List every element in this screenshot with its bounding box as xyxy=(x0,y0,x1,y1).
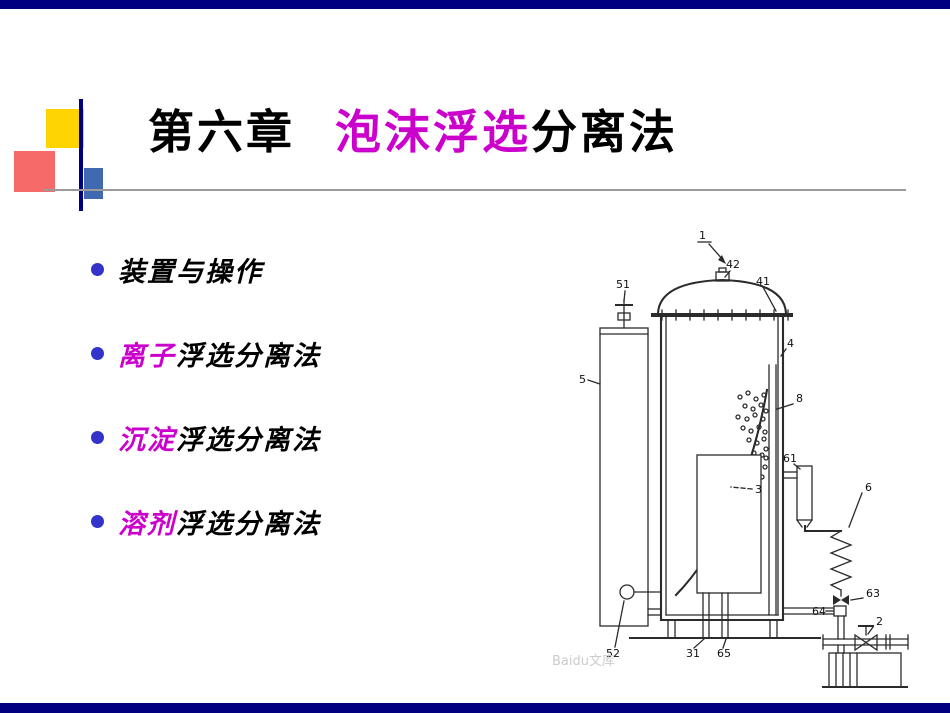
diagram-label: 31 xyxy=(686,647,700,660)
title-chapter: 第六章 xyxy=(148,105,295,159)
diagram-label: 5 xyxy=(579,373,586,386)
top-bar xyxy=(0,0,950,9)
bullet-text: 浮选分离法 xyxy=(176,424,321,456)
diagram-label: 3 xyxy=(755,483,762,496)
diagram-label: 65 xyxy=(717,647,731,660)
diagram-label: 41 xyxy=(756,275,770,288)
diagram-label: 8 xyxy=(796,392,803,405)
decor-square-pink xyxy=(14,151,55,192)
diagram-label: 51 xyxy=(616,278,630,291)
bullet-icon xyxy=(91,430,104,444)
title-divider-line xyxy=(44,189,906,191)
watermark: Baidu文库 xyxy=(552,654,615,669)
bullet-text: 浮选分离法 xyxy=(176,340,321,372)
list-item: 溶剂浮选分离法 xyxy=(91,504,321,540)
title-rest: 分离法 xyxy=(531,105,678,159)
slide-title: 第六章泡沫浮选分离法 xyxy=(148,96,678,162)
decor-square-blue xyxy=(84,168,103,199)
list-item: 离子浮选分离法 xyxy=(91,336,321,372)
bullet-icon xyxy=(91,262,104,276)
title-highlight: 泡沫浮选 xyxy=(335,105,531,159)
decor-square-yellow xyxy=(46,109,84,148)
flotation-apparatus-diagram: 1 42 41 51 5 4 8 61 3 6 63 64 2 52 31 65 xyxy=(579,229,909,689)
bullet-highlight: 沉淀 xyxy=(118,424,176,456)
list-item: 沉淀浮选分离法 xyxy=(91,420,321,456)
diagram-label: 1 xyxy=(699,229,706,242)
diagram-label: 4 xyxy=(787,337,794,350)
diagram-label: 64 xyxy=(812,605,826,618)
bullet-list: 装置与操作 离子浮选分离法 沉淀浮选分离法 溶剂浮选分离法 xyxy=(91,252,321,588)
diagram-label: 52 xyxy=(606,647,620,660)
decor-vertical-line xyxy=(79,99,83,211)
bottom-bar xyxy=(0,703,950,713)
diagram-label: 63 xyxy=(866,587,880,600)
bullet-text: 浮选分离法 xyxy=(176,508,321,540)
diagram-label: 6 xyxy=(865,481,872,494)
bullet-text: 装置与操作 xyxy=(118,256,263,288)
bullet-highlight: 离子 xyxy=(118,340,176,372)
list-item: 装置与操作 xyxy=(91,252,321,288)
bullet-highlight: 溶剂 xyxy=(118,508,176,540)
bullet-icon xyxy=(91,346,104,360)
diagram-label: 42 xyxy=(726,258,740,271)
bullet-icon xyxy=(91,514,104,528)
diagram-label: 2 xyxy=(876,615,883,628)
diagram-label: 61 xyxy=(783,452,797,465)
